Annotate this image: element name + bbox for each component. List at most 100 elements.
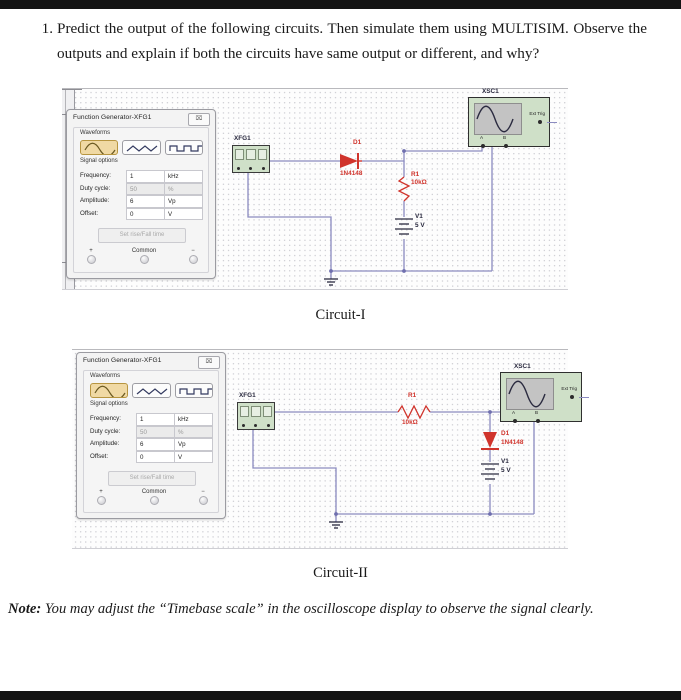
ground-symbol: [324, 278, 338, 286]
oscilloscope-xsc1-circuit-1[interactable]: Ext Trig A B: [468, 97, 557, 148]
scope-pin-a-label-1: A: [480, 135, 484, 140]
terminal-dot[interactable]: [198, 496, 208, 505]
fg-title-1: Function Generator-XFG1: [73, 114, 152, 121]
waveforms-label-1: Waveforms: [80, 130, 111, 136]
terminal-positive-label: +: [89, 248, 93, 254]
note-label: Note:: [8, 601, 42, 617]
field-frequency-2: Frequency: 1 kHz: [90, 413, 213, 426]
close-icon[interactable]: ⌧: [198, 356, 220, 369]
sine-wave-icon[interactable]: [90, 383, 129, 398]
terminal-dot[interactable]: [139, 255, 149, 264]
terminal-common-label: Common: [131, 248, 157, 254]
terminal-negative-label: −: [191, 248, 195, 254]
terminal-common-2[interactable]: Common: [131, 489, 177, 505]
field-amplitude-2: Amplitude: 6 Vp: [90, 438, 213, 451]
set-rise-fall-time-button-1[interactable]: Set rise/Fall time: [98, 228, 186, 243]
question-block: 1. Predict the output of the following c…: [27, 16, 647, 66]
offset-input[interactable]: 0: [126, 207, 165, 221]
offset-unit-select[interactable]: V: [165, 207, 203, 221]
terminal-dot[interactable]: [96, 496, 106, 505]
terminal-positive-2[interactable]: +: [92, 489, 110, 505]
terminal-dot[interactable]: [188, 255, 198, 264]
caption-circuit-1: Circuit-I: [315, 307, 366, 323]
duty-cycle-input: 50: [136, 425, 175, 439]
frequency-unit-select[interactable]: kHz: [165, 170, 203, 183]
field-duty-cycle-1: Duty cycle: 50 %: [80, 182, 203, 196]
fg-title-2: Function Generator-XFG1: [83, 357, 162, 364]
triangle-wave-icon[interactable]: [132, 383, 171, 398]
field-amplitude-1: Amplitude: 6 Vp: [80, 195, 203, 208]
amplitude-unit-select[interactable]: Vp: [165, 195, 203, 208]
terminal-positive-1[interactable]: +: [82, 248, 100, 264]
amplitude-unit-select[interactable]: Vp: [175, 438, 213, 451]
xfg1-ref-label-2: XFG1: [239, 392, 256, 399]
d1-ref-label-2: D1: [501, 430, 510, 437]
scope-ext-trig-label-1: Ext Trig: [529, 111, 545, 116]
waveform-button-group-2[interactable]: [90, 383, 213, 398]
v1-ref-label-1: V1: [415, 213, 423, 220]
duty-cycle-unit: %: [175, 425, 213, 439]
field-label: Frequency:: [80, 172, 111, 179]
scope-pin-a-label-2: A: [512, 410, 516, 415]
scope-ext-trig-pin-2[interactable]: [570, 395, 574, 399]
frequency-input[interactable]: 1: [126, 170, 165, 183]
field-offset-1: Offset: 0 V: [80, 207, 203, 221]
waveform-button-group-1[interactable]: [80, 140, 203, 155]
scope-pin-a-1[interactable]: [481, 144, 485, 148]
xsc1-ref-label-1: XSC1: [482, 88, 499, 95]
v1-ref-label-2: V1: [501, 458, 509, 465]
terminal-negative-label: −: [201, 489, 205, 495]
square-wave-icon[interactable]: [174, 383, 213, 398]
d1-part-label-2: 1N4148: [501, 439, 524, 446]
function-generator-window-1[interactable]: Function Generator-XFG1 ⌧ Waveforms Sign…: [66, 109, 216, 279]
scope-pin-b-label-1: B: [503, 135, 507, 140]
amplitude-input[interactable]: 6: [126, 195, 165, 208]
oscilloscope-xsc1-circuit-2[interactable]: Ext Trig A B: [500, 372, 589, 423]
frequency-unit-select[interactable]: kHz: [175, 413, 213, 426]
diode-d1-symbol-2: [481, 432, 499, 450]
d1-part-label-1: 1N4148: [340, 170, 363, 177]
r1-value-label-2: 10kΩ: [402, 419, 418, 426]
signal-options-label-1: Signal options: [80, 158, 118, 164]
function-generator-window-2[interactable]: Function Generator-XFG1 ⌧ Waveforms Sign…: [76, 352, 226, 519]
scope-ext-trig-label-2: Ext Trig: [561, 386, 577, 391]
offset-input[interactable]: 0: [136, 450, 175, 464]
frequency-input[interactable]: 1: [136, 413, 175, 426]
offset-unit-select[interactable]: V: [175, 450, 213, 464]
source-v1-symbol-2: [481, 463, 499, 480]
xfg1-symbol-circuit-2[interactable]: [237, 402, 275, 430]
triangle-wave-icon[interactable]: [122, 140, 161, 155]
field-label: Offset:: [80, 209, 99, 217]
amplitude-input[interactable]: 6: [136, 438, 175, 451]
page-top-border: [0, 0, 681, 9]
field-label: Offset:: [90, 452, 109, 460]
xfg1-symbol-circuit-1[interactable]: [232, 145, 270, 173]
fg-body-2: Waveforms Signal options Frequency: 1 kH…: [83, 370, 219, 513]
terminal-positive-label: +: [99, 489, 103, 495]
scope-ext-trig-pin-1[interactable]: [538, 120, 542, 124]
fg-body-1: Waveforms Signal options Frequency: 1 kH…: [73, 127, 209, 273]
terminal-negative-2[interactable]: −: [194, 489, 212, 505]
terminal-negative-1[interactable]: −: [184, 248, 202, 264]
square-wave-icon[interactable]: [164, 140, 203, 155]
field-duty-cycle-2: Duty cycle: 50 %: [90, 425, 213, 439]
caption-circuit-2: Circuit-II: [313, 565, 368, 581]
signal-options-label-2: Signal options: [90, 401, 128, 407]
waveforms-label-2: Waveforms: [90, 373, 121, 379]
scope-pin-b-2[interactable]: [536, 419, 540, 423]
terminal-common-label: Common: [141, 489, 167, 495]
resistor-r1-symbol-2: [397, 404, 431, 420]
set-rise-fall-time-button-2[interactable]: Set rise/Fall time: [108, 471, 196, 486]
scope-pin-a-2[interactable]: [513, 419, 517, 423]
fg-fields-2: Frequency: 1 kHz Duty cycle: 50 % Amplit…: [90, 413, 213, 464]
ruler-cap-top: [62, 89, 82, 90]
terminal-dot[interactable]: [86, 255, 96, 264]
field-label: Duty cycle:: [80, 184, 111, 192]
diode-d1-symbol: [340, 153, 362, 169]
field-label: Amplitude:: [80, 197, 110, 205]
terminal-dot[interactable]: [149, 496, 159, 505]
sine-wave-icon[interactable]: [80, 140, 119, 155]
close-icon[interactable]: ⌧: [188, 113, 210, 126]
terminal-common-1[interactable]: Common: [121, 248, 167, 264]
scope-pin-b-1[interactable]: [504, 144, 508, 148]
